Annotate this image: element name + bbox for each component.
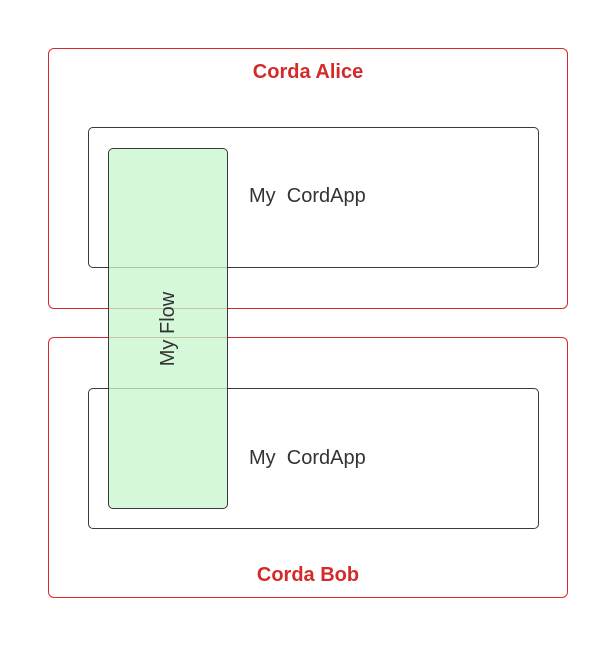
- node-corda-alice: Corda Alice: [48, 48, 568, 309]
- node-corda-bob: Corda Bob: [48, 337, 568, 598]
- node-title-alice: Corda Alice: [252, 61, 364, 83]
- flow-label: My Flow: [157, 291, 179, 366]
- cordapp-label-alice: My CordApp: [249, 185, 366, 207]
- cordapp-label-bob: My CordApp: [249, 447, 366, 469]
- cordapp-box-bob: My CordApp: [88, 388, 539, 529]
- cordapp-box-alice: My CordApp: [88, 127, 539, 268]
- node-title-bob: Corda Bob: [256, 564, 360, 586]
- flow-bar: My Flow: [108, 148, 228, 509]
